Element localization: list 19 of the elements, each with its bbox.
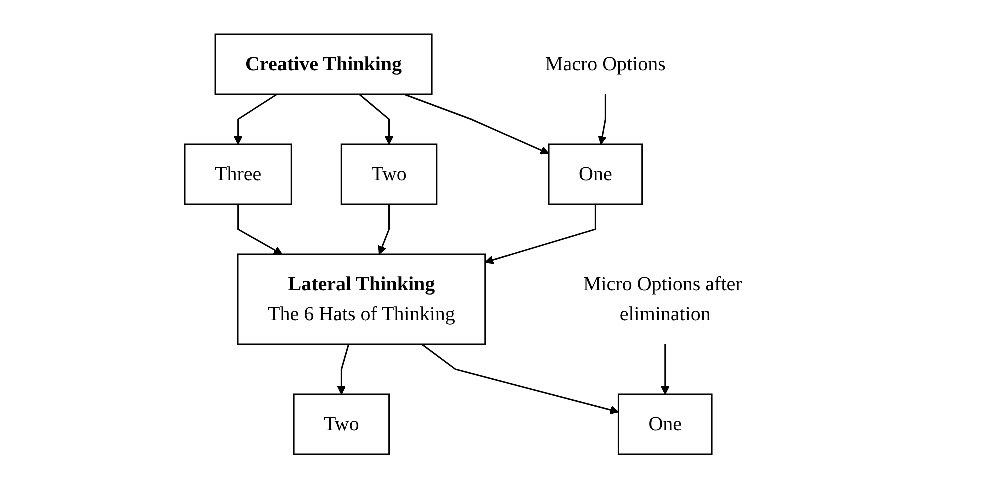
node-box: One bbox=[548, 144, 644, 206]
arrow bbox=[404, 94, 550, 155]
arrow bbox=[378, 204, 390, 255]
arrow bbox=[661, 344, 670, 395]
node-text: Macro Options bbox=[546, 54, 666, 76]
node-box: Three bbox=[184, 144, 293, 206]
node-box: Two bbox=[341, 144, 438, 206]
arrow bbox=[238, 204, 284, 255]
arrow bbox=[338, 344, 350, 395]
arrow bbox=[598, 94, 608, 145]
node-box: One bbox=[618, 394, 714, 456]
arrow bbox=[485, 204, 597, 264]
arrow bbox=[422, 344, 620, 414]
node-box: Creative Thinking bbox=[215, 34, 434, 96]
arrow bbox=[234, 94, 278, 145]
node-box: Lateral Thinking The 6 Hats of Thinking bbox=[238, 254, 486, 346]
arrow bbox=[359, 94, 394, 145]
node-box: Two bbox=[294, 394, 390, 456]
node-text: Micro Options after elimination bbox=[584, 274, 743, 326]
